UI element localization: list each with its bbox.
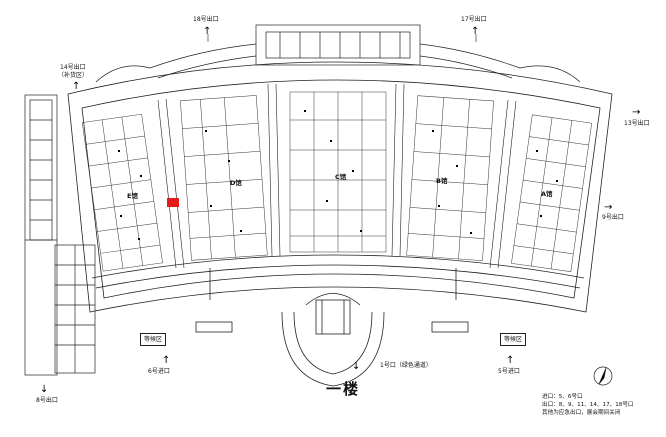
- arrow-up-icon: ↑: [471, 26, 480, 37]
- exit-14-label: 14号出口: [60, 64, 86, 71]
- arrow-right-icon: →: [604, 202, 613, 213]
- note-emergency: 其他为应急出口，展会期间关闭: [542, 410, 621, 416]
- exit-18-label: 18号出口: [193, 16, 219, 23]
- exit-13-label: 13号出口: [624, 120, 650, 127]
- hall-d-label: D馆: [230, 179, 242, 187]
- hall-b-label: B馆: [436, 177, 448, 185]
- hall-e-label: E馆: [127, 192, 138, 200]
- floor-title: 一楼: [326, 380, 361, 398]
- arrow-down-icon: ↑: [162, 355, 171, 366]
- highlighted-booth: [167, 198, 179, 207]
- hall-a-label: A馆: [541, 190, 553, 198]
- arrow-down-icon: ↓: [352, 361, 361, 372]
- arrow-right-icon: →: [632, 107, 641, 118]
- arrow-up-icon: ↑: [203, 26, 212, 37]
- note-entrances: 进口：5、6号口: [542, 394, 583, 400]
- exit-8-label: 8号出口: [36, 397, 58, 404]
- waiting-area-right: 等候区: [500, 333, 527, 346]
- exit-1-label: 1号口（绿色通道）: [380, 362, 432, 369]
- exit-17-label: 17号出口: [461, 16, 487, 23]
- compass: [593, 366, 613, 386]
- arrow-down-icon: ↓: [40, 384, 49, 395]
- hall-c-label: C馆: [335, 173, 347, 181]
- exit-14-note: （补货区）: [58, 72, 89, 79]
- notes: 进口：5、6号口 出口：8、9、11、14、17、18号口 其他为应急出口，展会…: [542, 393, 634, 417]
- arrow-down-icon: ↑: [506, 355, 515, 366]
- entrance-5-label: 5号进口: [498, 368, 520, 375]
- entrance-6-label: 6号进口: [148, 368, 170, 375]
- waiting-area-left: 等候区: [140, 333, 167, 346]
- arrow-up-icon: ↑: [72, 81, 81, 92]
- note-exits: 出口：8、9、11、14、17、18号口: [542, 402, 634, 408]
- exit-9-label: 9号出口: [602, 214, 624, 221]
